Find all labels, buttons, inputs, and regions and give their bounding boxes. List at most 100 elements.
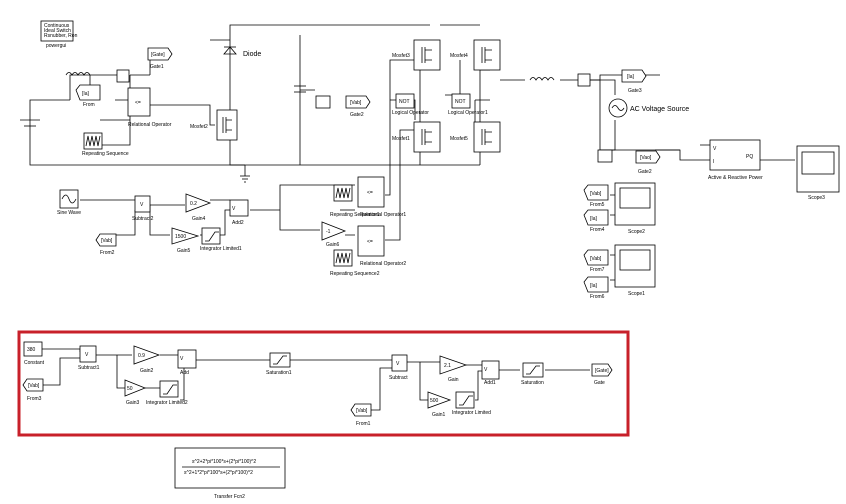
subtract-sign: V: [396, 361, 400, 367]
inductor-left-icon[interactable]: [65, 72, 91, 76]
scope3-block[interactable]: Scope3: [796, 145, 840, 201]
from5-tag: [Vab]: [590, 191, 602, 197]
from5-label: From5: [590, 202, 605, 208]
relational-operator-block[interactable]: <= Relational Operator: [127, 87, 172, 128]
from3-block[interactable]: [Vab] From3: [22, 378, 44, 402]
powergui-line-2: Ideal Switch: [44, 28, 71, 34]
gain5-label: Gain5: [177, 248, 191, 254]
from4-block[interactable]: [Ia] From4: [583, 209, 609, 233]
dc-battery-icon[interactable]: [20, 119, 40, 127]
gain-block[interactable]: 2.1 Gain: [439, 355, 468, 383]
subtract1-block[interactable]: V Subtract1: [78, 345, 100, 371]
gain2-block[interactable]: 0.9 Gain2: [133, 345, 161, 374]
from6-block[interactable]: [Ia] From6: [583, 276, 609, 300]
mosfet4-block[interactable]: Mosfet4: [450, 39, 501, 71]
scope2-block[interactable]: Scope2: [614, 182, 656, 235]
repeating-sequence1-block[interactable]: Repeating Sequence1: [330, 184, 380, 218]
from3-tag: [Vab]: [28, 383, 40, 389]
add-block[interactable]: V Add: [177, 349, 197, 376]
from1-block[interactable]: [Vab] From1: [350, 403, 372, 427]
sine-label: Sine Wave: [57, 210, 81, 216]
from2-block[interactable]: [Vab] From2: [95, 233, 117, 256]
repseq-label: Repeating Sequence: [82, 151, 129, 157]
inductor-right-icon[interactable]: [529, 77, 555, 81]
goto-gate[interactable]: [Gate] Gate: [591, 363, 613, 386]
mosfet1-block[interactable]: Mosfet1: [392, 121, 441, 153]
scope2-label: Scope2: [628, 229, 645, 235]
current-measurement-block[interactable]: [116, 69, 130, 83]
saturation1-block[interactable]: Saturation1: [266, 352, 292, 376]
sine-wave-block[interactable]: Sine Wave: [57, 189, 81, 216]
goto-ia-label: Gate3: [628, 88, 642, 94]
relational-operator2-block[interactable]: <= Relational Operator2: [357, 225, 406, 267]
mosfet2-label: Mosfet2: [190, 124, 208, 130]
integrator-limited2-block[interactable]: Integrator Limited2: [146, 380, 188, 406]
repeating-sequence2-block[interactable]: Repeating Sequence2: [330, 249, 380, 277]
logical-operator-block[interactable]: NOT Logical Operator: [392, 93, 429, 116]
gain4-block[interactable]: 0.2 Gain4: [185, 193, 212, 222]
ac-voltage-source-block[interactable]: AC Voltage Source: [608, 98, 689, 118]
mosfet5-block[interactable]: Mosfet5: [450, 121, 501, 153]
saturation-block[interactable]: Saturation: [521, 362, 544, 386]
subtract2-label: Subtract2: [132, 216, 154, 222]
tf-label: Transfer Fcn2: [214, 494, 245, 500]
from5-block[interactable]: [Vab] From5: [583, 184, 609, 208]
voltage-measurement-block[interactable]: [315, 95, 331, 109]
circuit-wires: [29, 24, 795, 281]
gain1-label: Gain1: [432, 412, 446, 418]
relop2-label: Relational Operator2: [360, 261, 406, 267]
capacitor-icon[interactable]: [294, 85, 306, 93]
powergui-block[interactable]: Continuous Ideal Switch Rsnubber, Ron po…: [40, 20, 78, 49]
gain6-block[interactable]: -1 Gain6: [321, 221, 347, 248]
pq-input-i: I: [713, 159, 714, 165]
from3-label: From3: [27, 396, 42, 402]
transfer-fcn2-block[interactable]: s^2+2*pi*100*s+(2*pi*100)^2 s^2+1*2*pi*1…: [174, 447, 286, 500]
current-measurement-right-block[interactable]: [577, 73, 591, 87]
gain1-block[interactable]: 500 Gain1: [427, 391, 452, 418]
goto-vab[interactable]: [Vab] Gate2: [345, 95, 371, 118]
powergui-line-3: Rsnubber, Ron: [44, 33, 78, 39]
goto-gate1-label: Gate1: [150, 64, 164, 70]
from7-block[interactable]: [Vab] From7: [583, 249, 609, 273]
add2-block[interactable]: V Add2: [229, 199, 249, 226]
constant-block[interactable]: 380 Constant: [23, 341, 45, 366]
relop1-label: Relational Operator1: [360, 212, 406, 218]
repseq2-label: Repeating Sequence2: [330, 271, 380, 277]
goto-vao[interactable]: [Vao] Gate2: [635, 150, 661, 175]
relational-operator1-block[interactable]: <= Relational Operator1: [357, 176, 406, 218]
voltage-measurement2-block[interactable]: [597, 149, 613, 163]
goto-gate1-tag: [Gate]: [151, 52, 165, 58]
mosfet2-block[interactable]: Mosfet2: [190, 109, 238, 141]
gain5-block[interactable]: 1500 Gain5: [171, 227, 200, 254]
add1-block[interactable]: V Add1: [481, 360, 500, 386]
from1-label: From1: [356, 421, 371, 427]
gain3-label: Gain3: [126, 400, 140, 406]
constant-label: Constant: [24, 360, 45, 366]
scope1-block[interactable]: Scope1: [614, 244, 656, 297]
add1-label: Add1: [484, 380, 496, 386]
repseq1-label: Repeating Sequence1: [330, 212, 380, 218]
from-ia-block[interactable]: [Ia] From: [75, 84, 101, 108]
goto-gate1[interactable]: [Gate] Gate1: [147, 47, 173, 70]
tf-denominator: s^2+1*2*pi*100*s+(2*pi*100)^2: [184, 470, 253, 476]
integrator-limited-block[interactable]: Integrator Limited: [452, 391, 491, 416]
subtract-label: Subtract: [389, 375, 408, 381]
goto-ia[interactable]: [Ia] Gate3: [621, 69, 647, 94]
mosfet3-block[interactable]: Mosfet3: [392, 39, 441, 71]
logical-operator1-block[interactable]: NOT Logical Operator1: [448, 93, 488, 116]
scope3-label: Scope3: [808, 195, 825, 201]
diode-block[interactable]: Diode: [223, 46, 261, 58]
subtract-block[interactable]: V Subtract: [389, 354, 408, 381]
active-reactive-power-block[interactable]: V I PQ Active & Reactive Power: [708, 139, 763, 181]
from2-tag: [Vab]: [101, 238, 113, 244]
from-label: From: [83, 102, 95, 108]
gain3-block[interactable]: 50 Gain3: [124, 379, 147, 406]
from-ia-tag: [Ia]: [82, 91, 90, 97]
subtract2-block[interactable]: V Subtract2: [132, 195, 154, 222]
pq-input-v: V: [713, 146, 717, 152]
from7-tag: [Vab]: [590, 256, 602, 262]
repeating-sequence-block[interactable]: Repeating Sequence: [82, 132, 129, 157]
integrator-limited1-block[interactable]: Integrator Limited1: [200, 227, 242, 252]
